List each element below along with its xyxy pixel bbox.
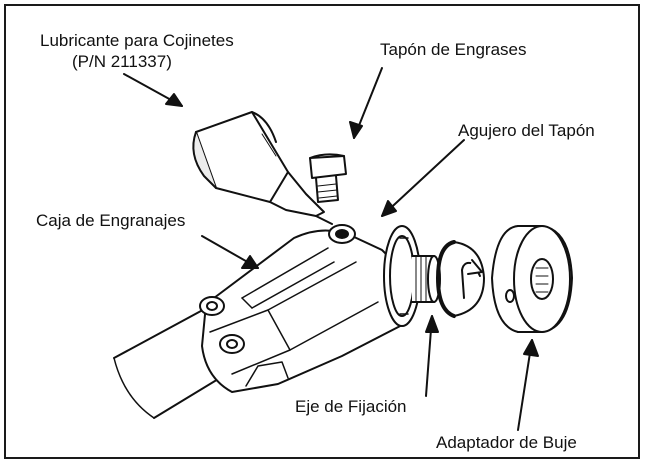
label-shaft: Eje de Fijación bbox=[295, 397, 407, 416]
label-gear-box: Caja de Engranajes bbox=[36, 211, 186, 230]
label-lubricant: Lubricante para Cojinetes bbox=[40, 31, 234, 50]
grease-plug-bolt bbox=[309, 153, 347, 203]
label-hub-adapter: Adaptador de Buje bbox=[436, 433, 577, 452]
gear-box-housing bbox=[199, 224, 441, 393]
assembly-illustration bbox=[113, 67, 573, 431]
label-grease-plug: Tapón de Engrases bbox=[380, 40, 527, 59]
label-plug-hole: Agujero del Tapón bbox=[458, 121, 595, 140]
leader-arrows bbox=[123, 67, 539, 431]
diagram-frame: Lubricante para Cojinetes (P/N 211337) T… bbox=[4, 4, 640, 459]
hub-adapter bbox=[491, 225, 573, 333]
label-lubricant-part-number: (P/N 211337) bbox=[72, 52, 172, 71]
retaining-washer bbox=[436, 240, 485, 318]
lubricant-bottle bbox=[192, 111, 333, 225]
